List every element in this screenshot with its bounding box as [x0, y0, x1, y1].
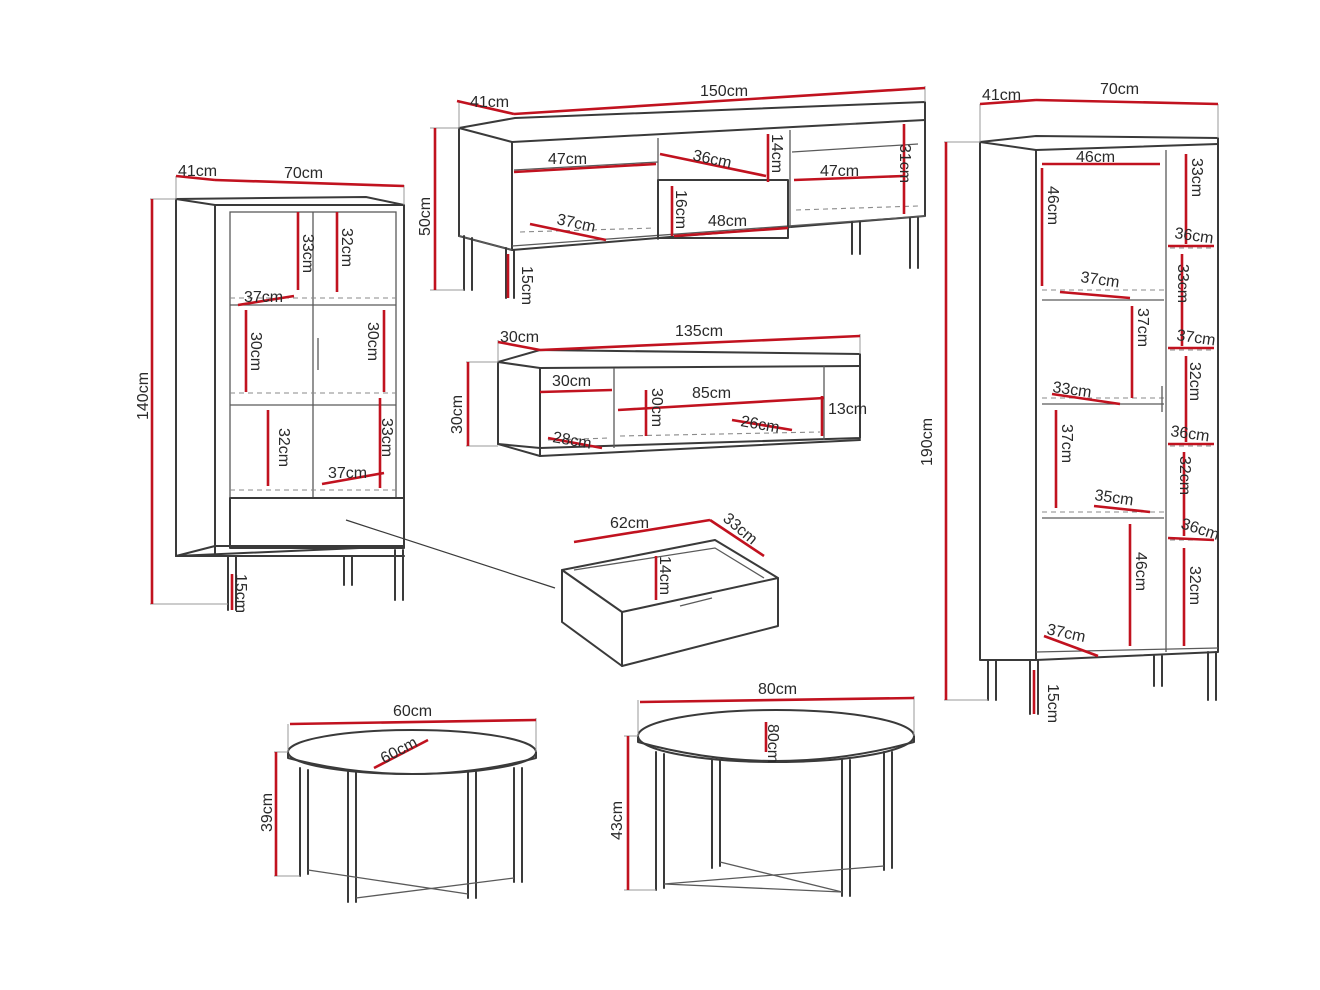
- table60-height-label: 39cm: [259, 793, 276, 832]
- cab-bottom-side-label: 32cm: [1186, 566, 1203, 605]
- wall-shelf-135: 30cm 135cm 30cm 30cm 28cm 30cm 85cm 26cm…: [449, 323, 867, 457]
- cab-mid2-depth-label: 33cm: [1051, 379, 1092, 401]
- shelf-left-width-label: 30cm: [552, 373, 591, 390]
- cab-top-side-label: 33cm: [1188, 158, 1205, 197]
- cab-mid2-height-label: 37cm: [1058, 424, 1075, 463]
- cab-side1-height-label: 33cm: [1174, 264, 1191, 303]
- tv-width-label: 150cm: [700, 83, 748, 100]
- bookcase-lower-shelf-label: 37cm: [328, 465, 367, 482]
- shelf-center-width-label: 85cm: [692, 385, 731, 402]
- bookcase-upper-right-label: 32cm: [338, 228, 355, 267]
- bookcase-depth-label: 41cm: [178, 163, 217, 180]
- bookcase-mid-left-label: 30cm: [247, 332, 264, 371]
- shelf-height-label: 30cm: [449, 395, 466, 434]
- table80-diameter-label: 80cm: [764, 724, 781, 763]
- tall-cabinet-outline: [979, 135, 1219, 661]
- tv-depth-label: 41cm: [470, 94, 509, 111]
- bookcase-height-label: 140cm: [135, 372, 152, 420]
- cab-shelf3-label: 35cm: [1093, 487, 1134, 509]
- cab-bottom-depth-label: 37cm: [1045, 621, 1087, 646]
- bookcase-outline: [175, 198, 405, 557]
- shelf-depth-label: 30cm: [500, 329, 539, 346]
- tv-drawer-width-label: 48cm: [708, 213, 747, 230]
- table80-diameter-top-label: 80cm: [758, 681, 797, 698]
- cab-side2-height-label: 32cm: [1186, 362, 1203, 401]
- cab-bottom-height-label: 46cm: [1132, 552, 1149, 591]
- tv-drawer-height-label: 16cm: [672, 190, 689, 229]
- bookcase-70: 41cm 70cm 140cm 15cm 33cm 32cm 37cm 30cm…: [135, 163, 556, 613]
- bookcase-leg-label: 15cm: [232, 574, 249, 613]
- drawer: 62cm 33cm 14cm: [561, 510, 779, 667]
- cab-mid-height-label: 37cm: [1134, 308, 1151, 347]
- drawer-height-label: 14cm: [656, 556, 673, 595]
- shelf-center-height-label: 30cm: [648, 388, 665, 427]
- tv-height-label: 50cm: [417, 197, 434, 236]
- tv-leg-label: 15cm: [518, 266, 535, 305]
- table60-diameter-top-label: 60cm: [393, 703, 432, 720]
- coffee-table-60: 60cm 60cm 39cm: [259, 703, 537, 903]
- table60-diameter-label: 60cm: [378, 734, 421, 767]
- shelf-right-height-label: 13cm: [828, 401, 867, 418]
- drawer-width-label: 62cm: [610, 515, 649, 532]
- shelf-left-depth-label: 28cm: [551, 429, 592, 453]
- cab-top-width-label: 46cm: [1076, 149, 1115, 166]
- cab-top-height-label: 46cm: [1044, 186, 1061, 225]
- bookcase-lower-left-label: 32cm: [275, 428, 292, 467]
- cab-height-label: 190cm: [919, 418, 936, 466]
- tall-cabinet-190: 41cm 70cm 190cm 15cm 46cm 46cm 33cm 37cm…: [919, 81, 1221, 723]
- cab-side1-depth-label: 36cm: [1173, 225, 1214, 247]
- bookcase-width-label: 70cm: [284, 165, 323, 182]
- shelf-center-depth-label: 26cm: [739, 413, 780, 437]
- tv-center-width-label: 36cm: [691, 147, 733, 172]
- tv-right-width-label: 47cm: [820, 163, 859, 180]
- bookcase-upper-shelf-label: 37cm: [244, 289, 283, 306]
- tv-left-width-label: 47cm: [548, 151, 587, 168]
- cab-depth-label: 41cm: [982, 87, 1021, 104]
- tv-stand-150: 41cm 150cm 50cm 15cm 47cm 37cm 36cm 14cm…: [417, 83, 926, 305]
- bookcase-lower-right-label: 33cm: [378, 418, 395, 457]
- tv-left-depth-label: 37cm: [555, 211, 597, 236]
- cab-width-label: 70cm: [1100, 81, 1139, 98]
- shelf-width-label: 135cm: [675, 323, 723, 340]
- table80-height-label: 43cm: [609, 801, 626, 840]
- bookcase-upper-left-label: 33cm: [299, 234, 316, 273]
- coffee-table-80: 80cm 80cm 43cm: [609, 681, 915, 897]
- bookcase-mid-right-label: 30cm: [364, 322, 381, 361]
- cab-side3-depth-label: 36cm: [1169, 423, 1210, 445]
- cab-side2-depth-label: 37cm: [1175, 327, 1216, 349]
- cab-side3-height-label: 32cm: [1176, 456, 1193, 495]
- tv-right-height-label: 31cm: [896, 144, 913, 183]
- cab-leg-label: 15cm: [1044, 684, 1061, 723]
- cab-shelf1-label: 37cm: [1079, 269, 1120, 291]
- tv-center-height-label: 14cm: [768, 134, 785, 173]
- drawer-outline: [561, 539, 779, 667]
